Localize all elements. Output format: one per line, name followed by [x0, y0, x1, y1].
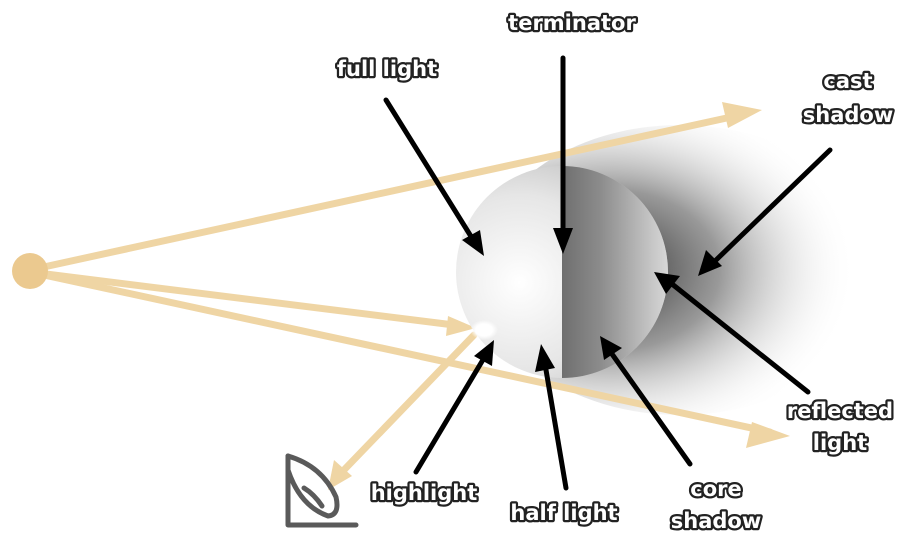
- light-ray-upper-arrowhead: [722, 102, 762, 128]
- arrow-highlight: [416, 358, 484, 472]
- label-terminator: terminator: [508, 11, 636, 35]
- highlight-spot: [470, 320, 498, 340]
- label-core-shadow-line1: core: [690, 477, 741, 501]
- label-cast-shadow-line1: cast: [823, 69, 872, 93]
- label-full-light: full light: [337, 57, 437, 81]
- arrow-full-light: [386, 100, 472, 238]
- label-core-shadow-line2: shadow: [671, 509, 761, 533]
- label-cast-shadow-line2: shadow: [803, 103, 893, 127]
- label-half-light: half light: [510, 501, 617, 525]
- light-ray-lower-arrowhead: [746, 422, 790, 448]
- label-reflected-light-line1: reflected: [787, 399, 893, 423]
- light-source-icon: [12, 253, 48, 289]
- label-highlight: highlight: [371, 481, 478, 505]
- label-reflected-light-line2: light: [813, 431, 867, 455]
